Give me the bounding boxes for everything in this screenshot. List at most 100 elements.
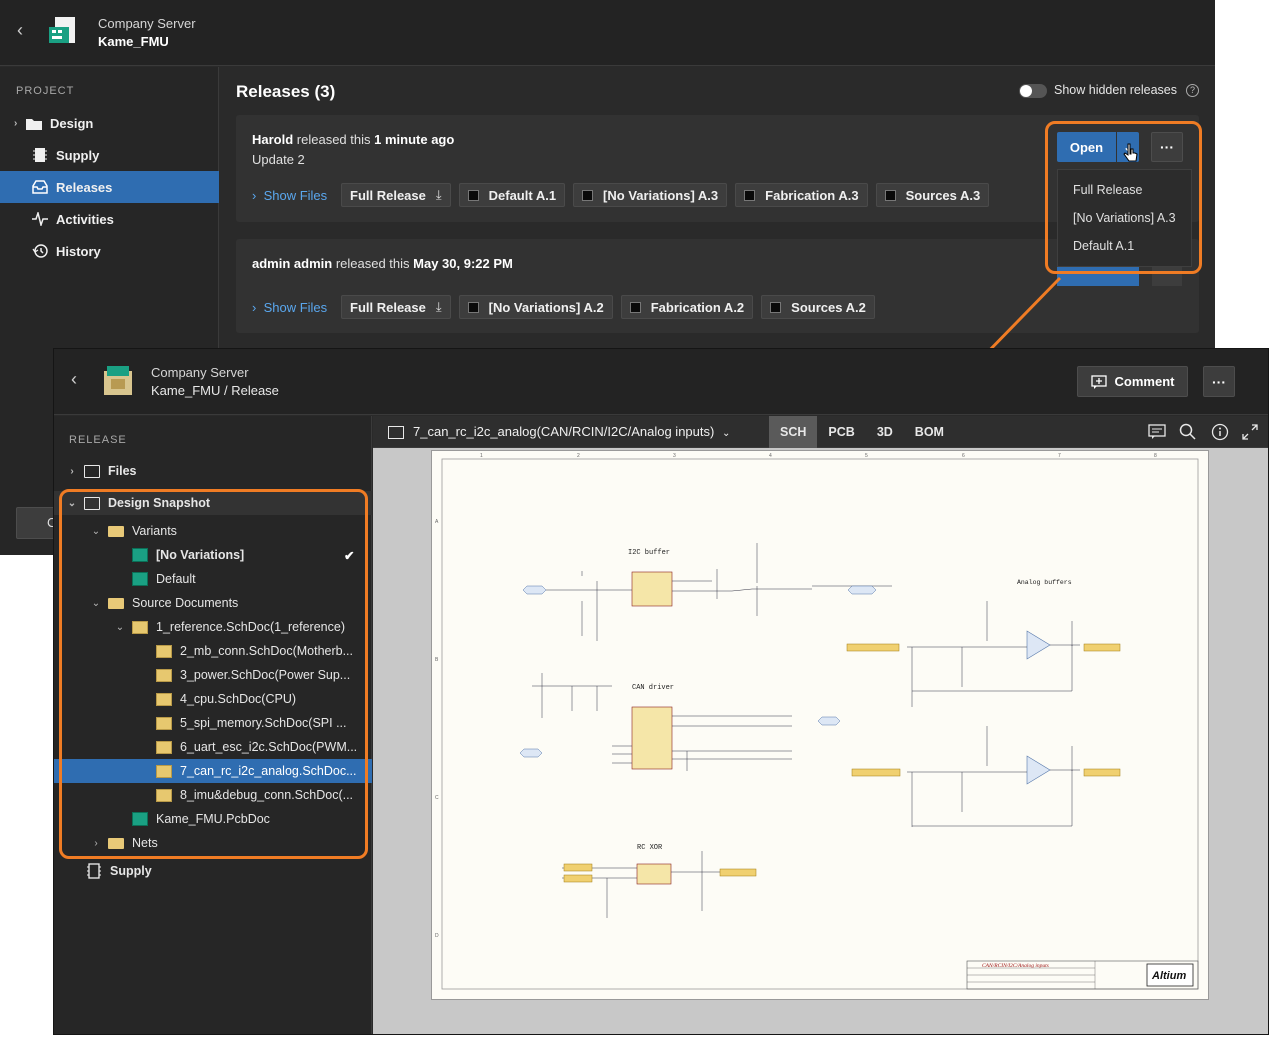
tree-item-schdoc[interactable]: 3_power.SchDoc(Power Sup... (54, 663, 372, 687)
chevron-down-icon: ⌄ (91, 525, 101, 537)
sidebar-item-activities[interactable]: Activities (0, 203, 219, 235)
tree-label: Supply (110, 864, 152, 878)
document-selector[interactable]: 7_can_rc_i2c_analog(CAN/RCIN/I2C/Analog … (413, 424, 730, 439)
chip-label: [No Variations] A.3 (603, 187, 719, 203)
tree-item-schdoc[interactable]: 5_spi_memory.SchDoc(SPI ... (54, 711, 372, 735)
sidebar-item-history[interactable]: History (0, 235, 219, 267)
chevron-down-icon: ⌄ (721, 428, 731, 439)
folder-icon (108, 837, 124, 849)
chip-label: Default A.1 (488, 187, 557, 203)
breadcrumb-project[interactable]: Kame_FMU (151, 383, 221, 398)
schematic-doc-icon (132, 620, 148, 634)
block-label: CAN driver (632, 684, 674, 692)
release-note: Update 2 (252, 152, 305, 167)
tab-bom[interactable]: BOM (914, 425, 944, 439)
comment-label: Comment (1114, 374, 1175, 389)
altium-logo (1146, 963, 1194, 987)
tree-label: Variants (132, 524, 177, 538)
back-icon[interactable]: ‹ (17, 20, 23, 40)
back-icon[interactable]: ‹ (71, 369, 77, 389)
border-letter: D (435, 933, 439, 939)
sidebar-item-releases[interactable]: Releases (0, 171, 219, 203)
ic-symbol (631, 706, 673, 770)
tab-sch[interactable]: SCH (769, 416, 818, 448)
more-button[interactable]: ··· (1151, 132, 1183, 162)
tree-item-variant[interactable]: Default (54, 567, 372, 591)
info-icon[interactable] (1211, 423, 1229, 441)
release-user: admin admin (252, 256, 333, 271)
tab-pcb[interactable]: PCB (828, 425, 855, 439)
chip-label: Sources A.3 (905, 187, 981, 203)
sources-chip[interactable]: Sources A.3 (875, 183, 990, 207)
chevron-right-icon: › (94, 837, 98, 849)
tree-item-nets[interactable]: ›Nets (54, 831, 372, 855)
fabrication-chip[interactable]: Fabrication A.2 (620, 295, 754, 319)
schematic-drawing: 1 2 3 4 5 6 7 8 A B C D I2C buffer CAN d… (435, 453, 1199, 990)
search-icon[interactable] (1179, 423, 1197, 441)
schematic-doc-icon (156, 716, 172, 730)
open-button[interactable]: Open (1057, 132, 1116, 162)
block-label: I2C buffer (628, 549, 670, 557)
tree-item-schdoc[interactable]: 2_mb_conn.SchDoc(Motherb... (54, 639, 372, 663)
full-release-chip[interactable]: Full Release⤓ (341, 183, 451, 207)
tree-item-supply[interactable]: Supply (54, 859, 372, 883)
menu-item-default[interactable]: Default A.1 (1073, 239, 1135, 253)
more-button[interactable]: ··· (1203, 366, 1235, 397)
tree-item-schdoc[interactable]: ⌄1_reference.SchDoc(1_reference) (54, 615, 372, 639)
release-verb: released this (296, 132, 371, 147)
schematic-viewer[interactable]: 1 2 3 4 5 6 7 8 A B C D I2C buffer CAN d… (373, 448, 1268, 1034)
schematic-doc-icon (156, 788, 172, 802)
comments-icon[interactable] (1148, 424, 1166, 440)
schematic-doc-icon (156, 740, 172, 754)
tree-item-design-snapshot[interactable]: ⌄Design Snapshot (54, 491, 372, 515)
history-icon (32, 243, 48, 259)
chip-icon (32, 147, 48, 163)
full-release-chip[interactable]: Full Release⤓ (341, 295, 451, 319)
variant-chip[interactable]: Default A.1 (458, 183, 566, 207)
comment-button[interactable]: Comment (1077, 366, 1188, 397)
check-icon: ✔ (344, 548, 355, 563)
variant-chip[interactable]: [No Variations] A.2 (458, 295, 613, 319)
border-number: 6 (962, 453, 965, 459)
tree-item-source-documents[interactable]: ⌄Source Documents (54, 591, 372, 615)
chevron-down-icon: ⌄ (67, 497, 77, 509)
schematic-doc-icon (156, 668, 172, 682)
tree-label: 3_power.SchDoc(Power Sup... (180, 668, 351, 682)
download-icon: ⤓ (435, 299, 442, 314)
hidden-releases-toggle[interactable] (1019, 84, 1047, 98)
show-files-link[interactable]: › Show Files (252, 300, 328, 315)
variant-chip[interactable]: [No Variations] A.3 (573, 183, 728, 207)
tree-item-variants[interactable]: ⌄ Variants (54, 519, 372, 543)
tree-item-pcbdoc[interactable]: Kame_FMU.PcbDoc (54, 807, 372, 831)
show-files-label: Show Files (263, 300, 328, 315)
chip-label: Sources A.2 (791, 299, 866, 315)
border-number: 7 (1058, 453, 1061, 459)
sidebar-item-label: Activities (56, 211, 114, 227)
help-icon[interactable]: ? (1186, 84, 1199, 97)
tree-item-files[interactable]: ›Files (54, 459, 372, 483)
expand-icon[interactable] (1242, 424, 1258, 440)
sidebar-item-supply[interactable]: Supply (0, 139, 219, 171)
chevron-down-icon: ⌄ (115, 621, 125, 633)
tree-item-variant[interactable]: [No Variations] ✔ (54, 543, 372, 567)
tree-item-schdoc[interactable]: 8_imu&debug_conn.SchDoc(... (54, 783, 372, 807)
show-files-link[interactable]: › Show Files (252, 188, 328, 203)
tab-3d[interactable]: 3D (876, 425, 893, 439)
menu-item-no-variations[interactable]: [No Variations] A.3 (1073, 211, 1176, 225)
menu-item-full-release[interactable]: Full Release (1073, 183, 1143, 197)
schematic-doc-icon (156, 764, 172, 778)
tree-item-schdoc-selected[interactable]: 7_can_rc_i2c_analog.SchDoc... (54, 759, 372, 783)
fabrication-chip[interactable]: Fabrication A.3 (735, 183, 868, 207)
sources-chip[interactable]: Sources A.2 (761, 295, 875, 319)
border-letter: C (435, 795, 439, 801)
sidebar-item-design[interactable]: › Design (0, 107, 219, 139)
tree-item-schdoc[interactable]: 6_uart_esc_i2c.SchDoc(PWM... (54, 735, 372, 759)
schematic-sheet[interactable]: 1 2 3 4 5 6 7 8 A B C D I2C buffer CAN d… (431, 450, 1209, 1000)
tree-item-schdoc[interactable]: 4_cpu.SchDoc(CPU) (54, 687, 372, 711)
release-icon (101, 363, 135, 397)
activity-icon (32, 211, 48, 227)
sidebar-item-label: History (56, 243, 101, 259)
project-name: Kame_FMU (98, 34, 169, 49)
tree-label: Source Documents (132, 596, 239, 610)
release-verb: released this (335, 256, 410, 271)
